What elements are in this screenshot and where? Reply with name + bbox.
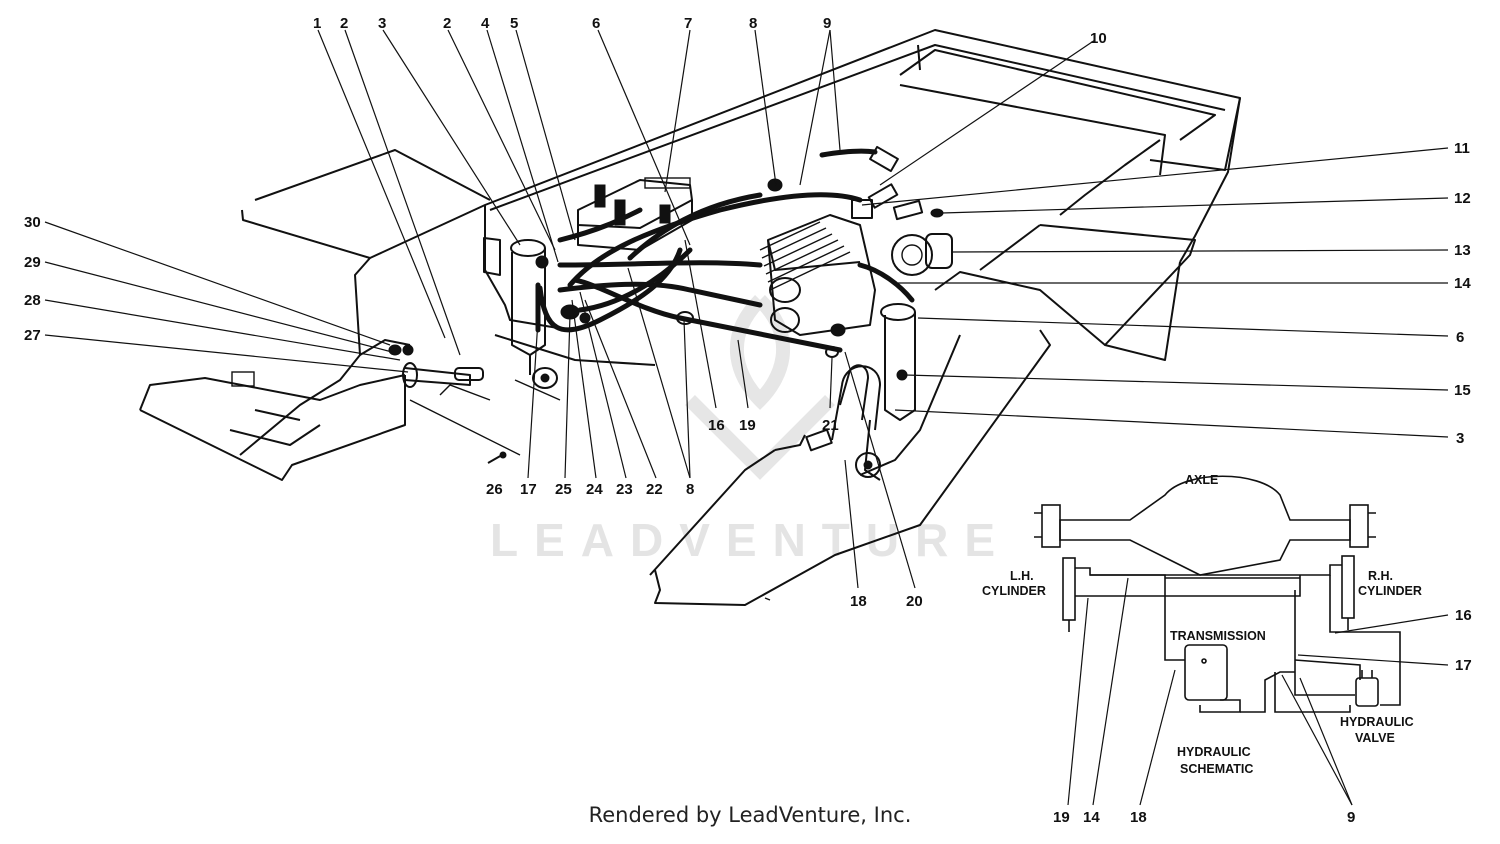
callout-22: 22 xyxy=(646,481,663,498)
axle-hub-left xyxy=(1041,504,1061,548)
frame-body-drawing xyxy=(139,29,1241,606)
callout-16: 16 xyxy=(708,417,725,434)
callout-23: 23 xyxy=(616,481,633,498)
schematic-callout-19: 19 xyxy=(1053,809,1070,826)
callout-17: 17 xyxy=(520,481,537,498)
callout-3: 3 xyxy=(1456,430,1464,447)
callout-7: 7 xyxy=(684,15,692,32)
schematic-callout-18: 18 xyxy=(1130,809,1147,826)
schematic-callout-9: 9 xyxy=(1347,809,1355,826)
callout-20: 20 xyxy=(906,593,923,610)
callout-9: 9 xyxy=(823,15,831,32)
footer-credit: Rendered by LeadVenture, Inc. xyxy=(588,803,912,827)
hydraulic-valve-label-1: HYDRAULIC xyxy=(1340,715,1414,729)
schematic-callout-16: 16 xyxy=(1455,607,1472,624)
callout-13: 13 xyxy=(1454,242,1471,259)
callout-25: 25 xyxy=(555,481,572,498)
callout-29: 29 xyxy=(24,254,41,271)
part-callouts: 1 2 3 2 4 5 6 7 8 9 10 11 12 13 14 6 15 … xyxy=(24,15,1471,610)
watermark-text: LEADVENTURE xyxy=(490,514,1011,566)
hydraulic-valve-shape xyxy=(1355,677,1379,707)
rh-cylinder-label-2: CYLINDER xyxy=(1358,584,1422,598)
callout-26: 26 xyxy=(486,481,503,498)
hydraulic-hoses xyxy=(535,148,915,353)
callout-6: 6 xyxy=(592,15,600,32)
axle-label: AXLE xyxy=(1185,473,1218,487)
callout-2: 2 xyxy=(443,15,451,32)
callout-2: 2 xyxy=(340,15,348,32)
callout-12: 12 xyxy=(1454,190,1471,207)
axle-shape xyxy=(1059,475,1351,576)
schematic-callout-14: 14 xyxy=(1083,809,1100,826)
callout-8: 8 xyxy=(686,481,694,498)
callout-18: 18 xyxy=(850,593,867,610)
pump-cooling-fins xyxy=(759,221,851,291)
callout-19: 19 xyxy=(739,417,756,434)
callout-5: 5 xyxy=(510,15,518,32)
lh-cylinder-label-2: CYLINDER xyxy=(982,584,1046,598)
callout-15: 15 xyxy=(1454,382,1471,399)
callout-1: 1 xyxy=(313,15,321,32)
callout-3: 3 xyxy=(378,15,386,32)
lh-cylinder-shape xyxy=(1062,557,1076,621)
rh-cylinder-shape xyxy=(1341,555,1355,619)
lh-cylinder-label-1: L.H. xyxy=(1010,569,1034,583)
callout-28: 28 xyxy=(24,292,41,309)
callout-10: 10 xyxy=(1090,30,1107,47)
schematic-callout-17: 17 xyxy=(1455,657,1472,674)
transmission-label: TRANSMISSION xyxy=(1170,629,1266,643)
hydraulic-valve-label-2: VALVE xyxy=(1355,731,1395,745)
axle-hub-right xyxy=(1349,504,1369,548)
callout-14: 14 xyxy=(1454,275,1471,292)
callout-21: 21 xyxy=(822,417,839,434)
rh-cylinder-label-1: R.H. xyxy=(1368,569,1393,583)
callout-6: 6 xyxy=(1456,329,1464,346)
callout-8: 8 xyxy=(749,15,757,32)
hydraulic-components xyxy=(388,145,953,481)
callout-4: 4 xyxy=(481,15,490,32)
callout-30: 30 xyxy=(24,214,41,231)
schematic-title-1: HYDRAULIC xyxy=(1177,745,1251,759)
callout-11: 11 xyxy=(1454,140,1470,157)
leader-lines xyxy=(44,29,1449,589)
callout-24: 24 xyxy=(586,481,603,498)
schematic-title-2: SCHEMATIC xyxy=(1180,762,1253,776)
hydraulic-schematic: AXLE L.H. CYLINDER R.H. CYLINDER TRANSMI… xyxy=(982,473,1472,826)
callout-27: 27 xyxy=(24,327,41,344)
transmission-shape xyxy=(1184,644,1228,701)
